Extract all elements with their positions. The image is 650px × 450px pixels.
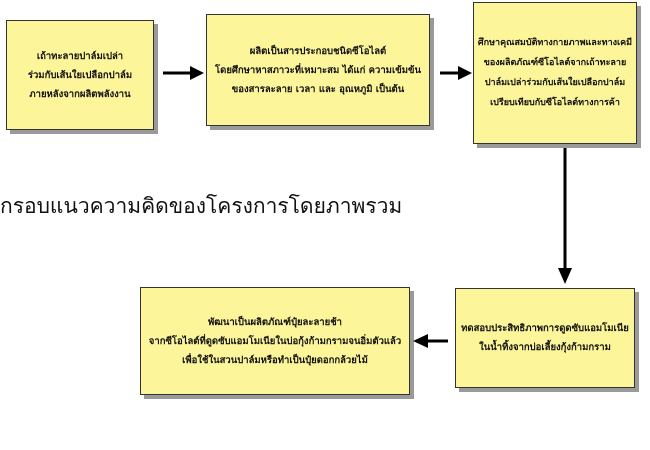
step-text-line: เปรียบเทียบกับซีโอไลต์ทางการค้า bbox=[490, 98, 620, 108]
step-text-line: ศึกษาคุณสมบัติทางกายภาพและทางเคมี bbox=[477, 38, 633, 48]
diagram-heading: กรอบแนวความคิดของโครงการโดยภาพรวม bbox=[0, 194, 403, 218]
step-box-zeolite-synthesis: ผลิตเป็นสารประกอบชนิดซีโอไลต์ โดยศึกษาหา… bbox=[206, 14, 430, 126]
step-text-line: ของสารละลาย เวลา และ อุณหภูมิ เป็นต้น bbox=[231, 83, 405, 95]
step-text-line: เถ้าทะลายปาล์มเปล่า bbox=[36, 50, 124, 62]
step-text-line: จากซีโอไลต์ที่ดูดซับแอมโมเนียในบ่อกุ้งก้… bbox=[148, 335, 402, 347]
step-text-line: ของผลิตภัณฑ์ซีโอไลต์จากเถ้าทะลาย bbox=[483, 58, 627, 68]
step-box-ammonia-test: ทดสอบประสิทธิภาพการดูดซับแอมโมเนีย ในน้ำ… bbox=[455, 288, 635, 388]
step-text-line: ผลิตเป็นสารประกอบชนิดซีโอไลต์ bbox=[249, 45, 387, 57]
step-box-fertilizer: พัฒนาเป็นผลิตภัณฑ์ปุ๋ยละลายช้า จากซีโอไล… bbox=[140, 287, 410, 395]
step-text-line: พัฒนาเป็นผลิตภัณฑ์ปุ๋ยละลายช้า bbox=[208, 316, 342, 328]
step-box-property-study: ศึกษาคุณสมบัติทางกายภาพและทางเคมี ของผลิ… bbox=[473, 2, 637, 144]
step-text-line: ปาล์มเปล่าร่วมกับเส้นใยเปลือกปาล์ม bbox=[484, 78, 626, 88]
arrowhead-left bbox=[413, 334, 428, 348]
step-text-line: ในน้ำทิ้งจากบ่อเลี้ยงกุ้งก้ามกราม bbox=[479, 342, 611, 353]
step-box-raw-material: เถ้าทะลายปาล์มเปล่า ร่วมกับเส้นใยเปลือกป… bbox=[6, 20, 154, 130]
step-text-line: เพื่อใช้ในสวนปาล์มหรือทำเป็นปุ๋ยดอกกล้วย… bbox=[182, 354, 368, 366]
arrowhead-right bbox=[458, 66, 472, 80]
arrowhead-down bbox=[558, 268, 572, 284]
step-text-line: ภายหลังจากผลิตพลังงาน bbox=[29, 88, 131, 100]
arrowhead-right bbox=[190, 66, 204, 80]
step-text-line: ร่วมกับเส้นใยเปลือกปาล์ม bbox=[27, 69, 133, 81]
step-text-line: ทดสอบประสิทธิภาพการดูดซับแอมโมเนีย bbox=[461, 323, 629, 334]
step-text-line: โดยศึกษาหาสภาวะที่เหมาะสม ได้แก่ ความเข้… bbox=[215, 64, 421, 76]
